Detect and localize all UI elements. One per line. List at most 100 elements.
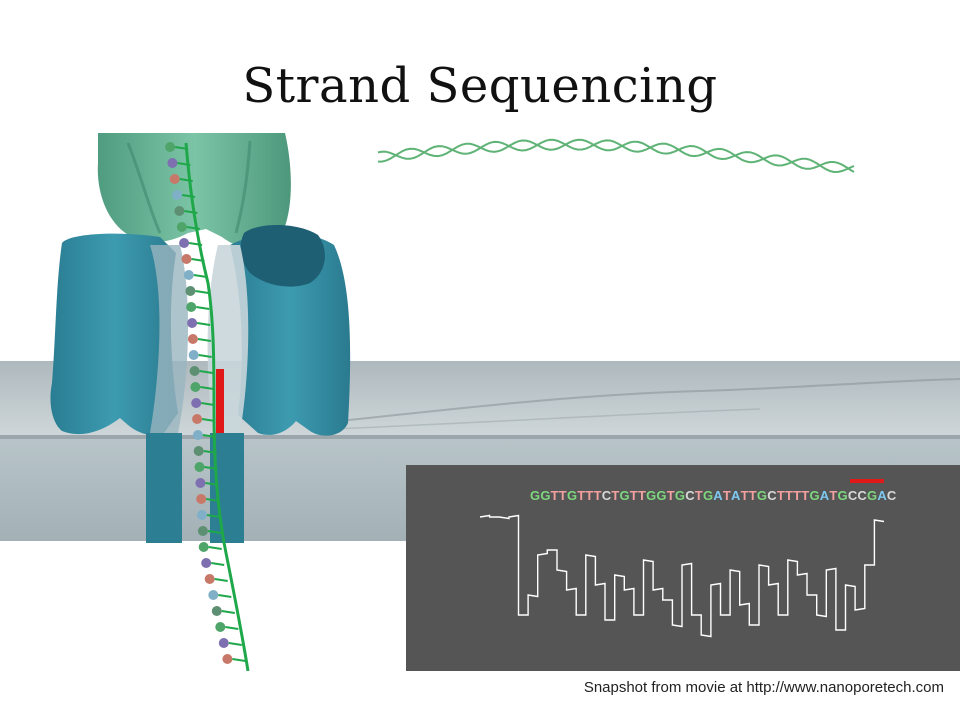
nucleotide-link (232, 658, 246, 662)
nucleotide-link (188, 242, 203, 246)
sequence-base: G (867, 488, 878, 503)
nucleotide-link (202, 434, 217, 438)
sequence-base: T (793, 488, 802, 503)
nucleotide-link (191, 258, 205, 262)
sequence-base: C (886, 488, 897, 503)
nucleotide-link (196, 322, 211, 326)
nucleotide (195, 478, 206, 488)
nucleotide-link (196, 306, 210, 310)
sequence-base: T (577, 488, 586, 503)
slide-title: Strand Sequencing (242, 58, 718, 114)
nucleotide-link (206, 514, 221, 518)
nucleotide (187, 334, 198, 344)
sequence-base: G (756, 488, 768, 503)
nucleotide (174, 206, 185, 216)
nucleotide (169, 174, 180, 184)
nucleotide-link (197, 338, 212, 342)
nucleotide (165, 142, 176, 152)
sequence-base: G (540, 488, 551, 503)
nucleotide (197, 510, 207, 520)
current-trace-line (479, 514, 885, 638)
nucleotide (211, 606, 222, 616)
dna-strand (165, 142, 250, 671)
sequence-base: T (801, 488, 810, 503)
sequence-base: G (619, 488, 630, 503)
sequence-base: A (713, 488, 723, 503)
nucleotide-link (201, 402, 215, 406)
nucleotide-link (205, 482, 219, 486)
nanopore-protein (50, 224, 351, 543)
image-credit-caption: Snapshot from movie at http://www.nanopo… (583, 679, 944, 696)
reader-marker (216, 369, 224, 433)
nucleotide (196, 494, 207, 504)
sequence-base: T (829, 488, 838, 503)
sequence-base: G (809, 488, 820, 503)
sequence-base: T (784, 488, 794, 503)
sequence-base: G (702, 488, 714, 503)
nucleotide (222, 654, 233, 664)
nucleotide-link (203, 450, 217, 454)
nucleotide-link (218, 594, 232, 598)
helix-backbone (377, 138, 855, 173)
nucleotide-link (228, 642, 242, 646)
nucleotide (192, 414, 203, 424)
nucleotide (172, 190, 183, 200)
sequence-base: T (585, 488, 594, 503)
nucleotide (193, 446, 204, 456)
nucleotide-link (207, 530, 222, 534)
nucleotide (181, 254, 192, 264)
sequence-marker (850, 479, 884, 483)
base-sequence: GGTTGTTTCTGTTGGTGCTGATATTGCTTTTGATGCCGAC (530, 488, 897, 503)
sequence-base: A (819, 488, 830, 503)
nucleotide-link (195, 290, 209, 294)
motor-protein (97, 133, 291, 248)
strand-backbone (184, 142, 250, 671)
sequence-base: G (674, 488, 686, 503)
nucleotide (194, 462, 205, 472)
nucleotide-link (206, 498, 220, 502)
sequence-base: T (740, 488, 749, 503)
signal-trace-panel: GGTTGTTTCTGTTGGTGCTGATATTGCTTTTGATGCCGAC (406, 465, 960, 671)
nucleotide-link (174, 146, 189, 150)
nucleotide-link (177, 162, 191, 166)
sequence-base: G (646, 488, 657, 503)
sequence-base: C (601, 488, 612, 503)
dna-helix (377, 138, 855, 174)
sequence-base: G (656, 488, 667, 503)
nucleotide (179, 238, 190, 248)
sequence-base: T (593, 488, 602, 503)
nucleotide (204, 574, 215, 584)
nucleotide-link (199, 370, 213, 374)
sequence-base: T (776, 488, 785, 503)
sequence-base: T (722, 488, 731, 503)
nucleotide-link (200, 386, 214, 390)
nucleotide-link (184, 210, 198, 214)
sequence-base: C (857, 488, 867, 503)
sequence-base: T (558, 488, 567, 503)
sequence-base: T (666, 488, 675, 503)
sequence-base: C (847, 488, 858, 503)
nucleotide-link (204, 466, 218, 470)
sequence-base: T (694, 488, 703, 503)
nucleotide-link (208, 546, 222, 550)
sequence-base: A (731, 488, 741, 503)
nucleotide (185, 286, 196, 296)
nucleotide-link (193, 274, 207, 278)
nucleotide-link (181, 194, 196, 198)
sequence-base: G (837, 488, 848, 503)
nucleotide-link (211, 562, 225, 566)
sequence-base: A (877, 488, 887, 503)
nucleotide (176, 222, 187, 232)
nucleotide-link (214, 578, 228, 582)
nucleotide (201, 558, 212, 568)
nucleotide-link (221, 610, 235, 614)
nucleotide-link (179, 178, 193, 182)
nucleotide (186, 302, 197, 312)
current-trace-svg (479, 514, 885, 638)
nucleotide (183, 270, 194, 280)
nucleotide (190, 382, 201, 392)
nucleotide (189, 366, 200, 376)
sequence-base: G (530, 488, 541, 503)
sequence-base: T (550, 488, 559, 503)
